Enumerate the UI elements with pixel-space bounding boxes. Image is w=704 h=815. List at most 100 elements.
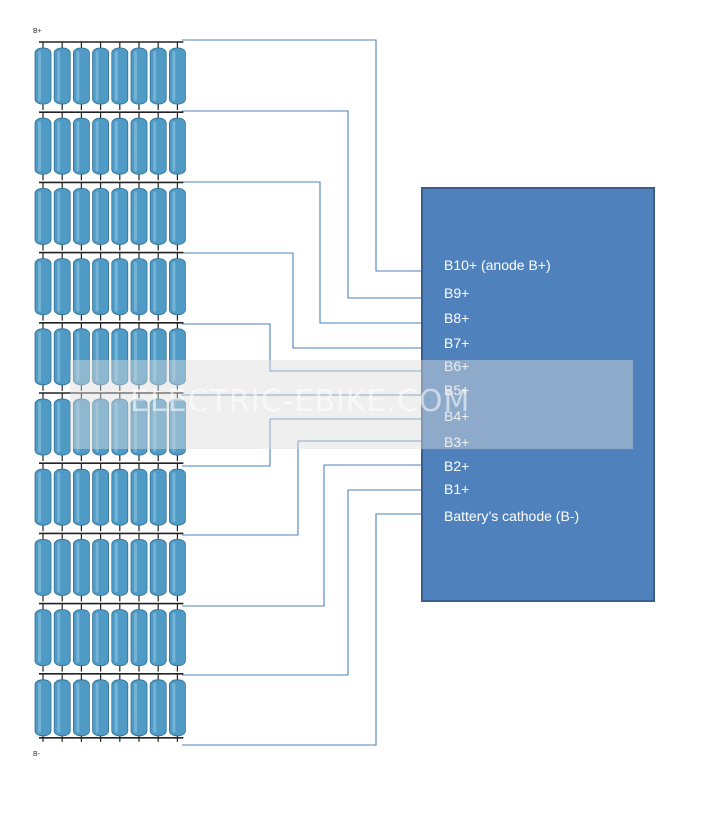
battery-cell — [111, 258, 129, 316]
battery-cell-highlight — [76, 612, 80, 663]
bms-connector-label: B1+ — [444, 481, 470, 497]
battery-cell-highlight — [57, 402, 61, 452]
battery-cell-highlight — [57, 121, 61, 172]
pack-negative-terminal-label: B- — [33, 751, 40, 758]
battery-cell-highlight — [153, 612, 157, 663]
bms-board — [421, 187, 655, 602]
battery-cell-highlight — [172, 612, 176, 663]
battery-cell — [130, 539, 148, 596]
battery-cell-highlight — [153, 682, 157, 733]
battery-cell-highlight — [114, 612, 118, 663]
battery-cell-highlight — [76, 682, 80, 733]
battery-cell — [34, 258, 52, 316]
battery-cell — [34, 328, 52, 386]
battery-cell — [111, 539, 129, 596]
watermark-text: ELECTRIC-EBIKE.COM — [130, 384, 471, 419]
battery-cell-highlight — [114, 331, 118, 382]
battery-cell-highlight — [57, 261, 61, 312]
battery-cell — [34, 398, 52, 456]
battery-cell-highlight — [134, 612, 137, 663]
battery-cell-highlight — [114, 682, 118, 733]
battery-cell-highlight — [172, 191, 176, 242]
battery-cell — [92, 609, 109, 666]
bms-connector-label: B10+ (anode B+) — [444, 257, 551, 273]
battery-cell — [73, 117, 90, 175]
battery-cell — [53, 468, 71, 526]
battery-cell-highlight — [95, 121, 99, 172]
watermark-band — [70, 360, 633, 449]
battery-cell-highlight — [38, 472, 41, 523]
battery-cell-highlight — [57, 472, 61, 523]
battery-cell-highlight — [38, 261, 41, 312]
battery-cell — [168, 187, 186, 245]
battery-cell — [130, 609, 148, 666]
battery-cell-highlight — [114, 542, 118, 593]
battery-cell-highlight — [76, 331, 80, 382]
battery-cell — [53, 47, 71, 105]
bms-connector-label: B9+ — [444, 285, 470, 301]
battery-cell — [92, 539, 109, 596]
battery-cell — [92, 117, 109, 175]
battery-cell — [168, 539, 186, 596]
battery-cell — [34, 187, 52, 245]
battery-cell-highlight — [38, 191, 41, 242]
bms-connector-label: B7+ — [444, 335, 470, 351]
battery-cell — [168, 258, 186, 316]
battery-cell — [34, 117, 52, 175]
bms-connector-label: B6+ — [444, 358, 470, 374]
battery-cell-highlight — [172, 682, 176, 733]
battery-cell-highlight — [95, 331, 99, 382]
battery-cell-highlight — [114, 121, 118, 172]
battery-cell — [34, 468, 52, 526]
battery-cell-highlight — [57, 331, 61, 382]
bms-connector-label: Battery’s cathode (B-) — [444, 508, 580, 524]
battery-cell-highlight — [153, 402, 157, 452]
balance-wire — [182, 418, 422, 467]
battery-cell — [168, 679, 186, 737]
battery-cell-highlight — [153, 191, 157, 242]
battery-cell-highlight — [38, 682, 41, 733]
battery-cell-highlight — [134, 51, 137, 101]
balance-wire — [182, 323, 422, 372]
battery-cell-highlight — [172, 402, 176, 452]
bms-connector-label: B3+ — [444, 434, 470, 450]
battery-cell-highlight — [153, 121, 157, 172]
battery-cell-highlight — [76, 51, 80, 101]
battery-cell-highlight — [57, 682, 61, 733]
battery-cell — [168, 47, 186, 105]
battery-cell-highlight — [114, 51, 118, 101]
balance-wire — [182, 39, 422, 272]
battery-cell-highlight — [153, 51, 157, 101]
pack-positive-terminal-label: B+ — [33, 28, 42, 35]
battery-cell-highlight — [38, 51, 41, 101]
battery-cell-highlight — [134, 191, 137, 242]
battery-cell — [73, 47, 90, 105]
battery-cell — [111, 679, 129, 737]
battery-cell-highlight — [38, 331, 41, 382]
battery-cell — [73, 539, 90, 596]
battery-cell-highlight — [95, 191, 99, 242]
battery-cell — [168, 117, 186, 175]
battery-cell — [130, 258, 148, 316]
battery-cell-highlight — [57, 51, 61, 101]
battery-cell — [111, 468, 129, 526]
battery-cell-highlight — [134, 472, 137, 523]
battery-cell-highlight — [134, 542, 137, 593]
battery-cell-highlight — [153, 261, 157, 312]
bms-connector-label: B4+ — [444, 408, 470, 424]
battery-cell — [53, 328, 71, 386]
battery-cell — [73, 258, 90, 316]
balance-wires — [182, 39, 422, 746]
battery-cell — [73, 609, 90, 666]
battery-cell-highlight — [38, 542, 41, 593]
balance-wire — [182, 110, 422, 299]
battery-cell — [34, 47, 52, 105]
battery-cell-highlight — [172, 51, 176, 101]
battery-cell — [34, 609, 52, 666]
battery-cell-highlight — [76, 402, 80, 452]
balance-wire — [182, 440, 422, 536]
battery-cell — [73, 468, 90, 526]
battery-cell — [111, 47, 129, 105]
battery-cell-highlight — [134, 261, 137, 312]
